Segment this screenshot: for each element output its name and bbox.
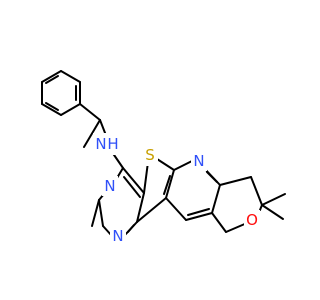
pyrimidine-nitrogen-top-label: N <box>104 177 115 195</box>
atom-label-bg <box>191 151 207 171</box>
bond <box>91 199 100 227</box>
bond <box>225 222 248 233</box>
pyran-oxygen-label: O <box>246 211 258 229</box>
bond <box>136 192 145 223</box>
bond <box>122 167 145 194</box>
bond <box>127 224 135 233</box>
atom-label-bg <box>142 146 158 166</box>
molecule-canvas: N H S N N N O <box>41 70 286 247</box>
bond <box>261 204 284 220</box>
amine-nitrogen-label: N <box>95 135 106 153</box>
bond <box>206 171 218 183</box>
bond <box>143 161 149 194</box>
bond <box>165 197 187 221</box>
atom-label-bg <box>102 176 118 196</box>
bond <box>211 184 221 214</box>
bond <box>83 119 101 148</box>
bond <box>41 70 62 83</box>
bond <box>261 193 286 206</box>
bond <box>185 212 213 221</box>
atom-label-bg <box>244 210 260 230</box>
bond <box>187 208 210 216</box>
bond <box>60 70 81 83</box>
bond <box>98 199 104 227</box>
bond <box>163 175 171 195</box>
pyridine-nitrogen-label: N <box>193 152 204 170</box>
bond <box>250 176 263 206</box>
bond <box>45 75 59 84</box>
amine-hydrogen-label: H <box>107 135 118 153</box>
thiophene-sulfur-label: S <box>145 146 155 164</box>
bond <box>79 103 101 121</box>
bond <box>123 176 141 198</box>
atom-label-bg <box>93 133 121 155</box>
bond <box>165 169 175 199</box>
bond <box>219 176 252 186</box>
pyrimidine-nitrogen-bottom-label: N <box>112 227 123 245</box>
bond <box>60 103 81 116</box>
bond <box>211 212 227 233</box>
molecule-structure: N H S N N N O <box>41 70 286 247</box>
atom-label-bg <box>110 227 126 247</box>
bond <box>45 102 59 111</box>
bond <box>41 103 62 116</box>
bond <box>156 158 175 171</box>
bond <box>136 197 167 223</box>
bond <box>173 159 195 171</box>
atom-labels: N H S N N N O <box>93 133 260 247</box>
